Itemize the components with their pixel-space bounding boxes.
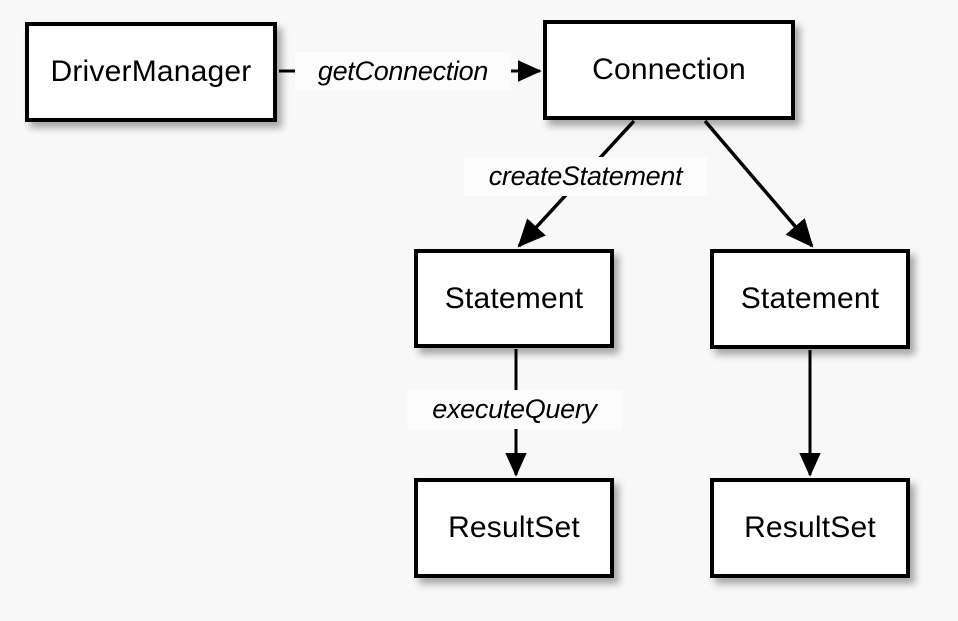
node-drivermanager-label: DriverManager	[50, 55, 252, 88]
node-statement-2[interactable]: Statement	[710, 249, 910, 349]
node-connection-label: Connection	[592, 53, 746, 86]
node-drivermanager[interactable]: DriverManager	[25, 22, 277, 122]
node-statement-1-label: Statement	[444, 281, 584, 315]
node-statement-1[interactable]: Statement	[414, 249, 614, 348]
edge-label-executequery: executeQuery	[407, 390, 622, 429]
edge-createstatement-right	[703, 119, 814, 248]
node-resultset-2[interactable]: ResultSet	[710, 478, 910, 578]
edge-label-createstatement: createStatement	[464, 157, 707, 196]
node-statement-2-label: Statement	[740, 282, 880, 315]
node-resultset-2-label: ResultSet	[744, 511, 876, 544]
node-resultset-1[interactable]: ResultSet	[414, 478, 614, 578]
node-connection[interactable]: Connection	[543, 20, 795, 120]
edge-label-getconnection: getConnection	[295, 52, 511, 90]
node-resultset-1-label: ResultSet	[448, 511, 580, 544]
